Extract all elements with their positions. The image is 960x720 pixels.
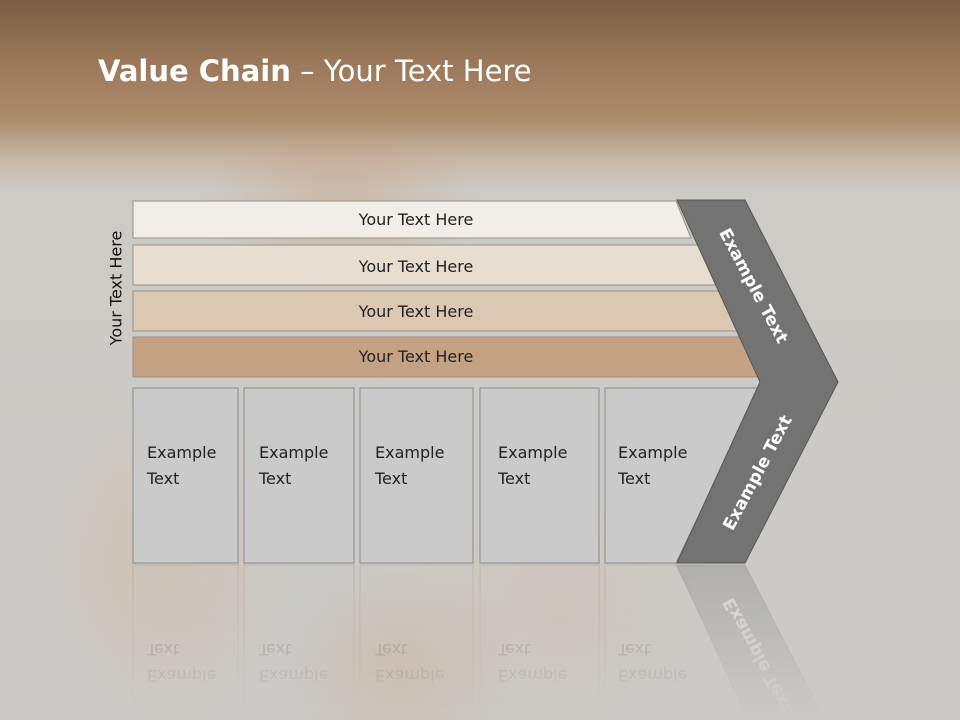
activity-box-3-line2: Text — [374, 469, 407, 488]
row-bar-4: Your Text Here — [132, 336, 764, 378]
chevron-shape — [676, 199, 839, 564]
reflection-text-6: Text — [374, 640, 407, 659]
activity-box-5: Example Text — [604, 387, 761, 564]
reflection-text-4: Text — [258, 640, 291, 659]
title-rest: – Your Text Here — [290, 54, 532, 88]
activity-box-4-line1: Example — [498, 443, 567, 462]
row-bar-4-label: Your Text Here — [358, 347, 474, 366]
activity-box-5-line1: Example — [618, 443, 687, 462]
reflection-text-9: Example — [618, 666, 687, 685]
activity-box-3-line1: Example — [375, 443, 444, 462]
activity-box-1-shape — [132, 387, 239, 564]
activity-box-3: Example Text — [359, 387, 474, 564]
page-title: Value Chain – Your Text Here — [98, 54, 532, 88]
activity-box-2-line2: Text — [258, 469, 291, 488]
row-bars: Your Text Here Your Text Here Your Text … — [132, 200, 764, 378]
reflection: Example Text Example Text Example Text E… — [132, 564, 826, 720]
row-bar-1-shape — [132, 200, 692, 239]
activity-box-4-line2: Text — [497, 469, 530, 488]
activity-box-1: Example Text — [132, 387, 239, 564]
activity-box-4-shape — [479, 387, 600, 564]
row-bar-1-label: Your Text Here — [358, 210, 474, 229]
row-bar-3: Your Text Here — [132, 290, 740, 332]
title-bold: Value Chain — [98, 54, 291, 88]
reflection-text-1: Example — [147, 666, 216, 685]
activity-boxes: Example Text Example Text Example Text E… — [132, 387, 761, 564]
activity-box-2-line1: Example — [259, 443, 328, 462]
reflection-text-2: Text — [146, 640, 179, 659]
activity-box-2: Example Text — [243, 387, 355, 564]
row-bar-1: Your Text Here — [132, 200, 692, 239]
activity-box-1-line2: Text — [146, 469, 179, 488]
activity-box-4: Example Text — [479, 387, 600, 564]
activity-box-1-line1: Example — [147, 443, 216, 462]
activity-box-2-shape — [243, 387, 355, 564]
reflection-text-10: Text — [617, 640, 650, 659]
reflection-text-7: Example — [498, 666, 567, 685]
reflection-text-3: Example — [259, 666, 328, 685]
reflection-text-5: Example — [375, 666, 444, 685]
activity-box-5-shape — [604, 387, 761, 564]
row-bar-3-label: Your Text Here — [358, 302, 474, 321]
activity-box-5-line2: Text — [617, 469, 650, 488]
row-bar-2: Your Text Here — [132, 244, 717, 286]
activity-box-3-shape — [359, 387, 474, 564]
reflection-text-8: Text — [497, 640, 530, 659]
row-bar-2-label: Your Text Here — [358, 257, 474, 276]
